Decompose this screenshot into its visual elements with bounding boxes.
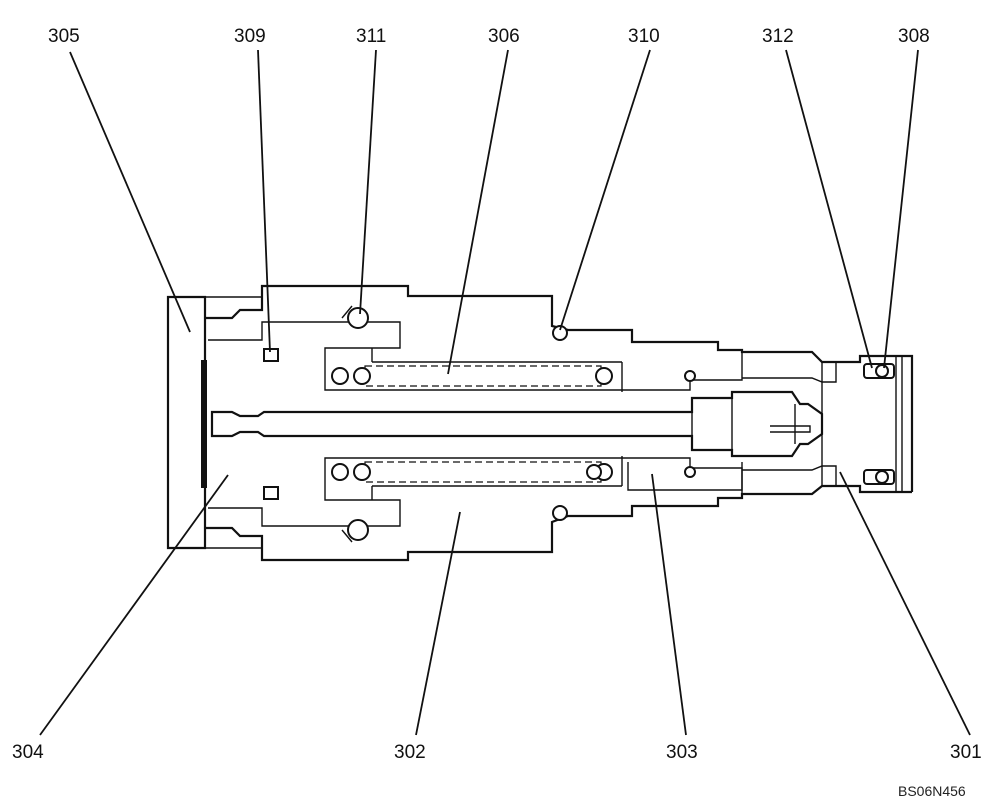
callout-312: 312 [762, 26, 794, 47]
spring-306 [331, 365, 613, 483]
callout-302: 302 [394, 742, 426, 763]
adapter-301 [742, 356, 903, 492]
callout-301: 301 [950, 742, 982, 763]
callout-labels: 305 309 311 306 310 312 308 304 302 303 … [12, 26, 982, 799]
callout-304: 304 [12, 742, 44, 763]
callout-306: 306 [488, 26, 520, 47]
callout-309: 309 [234, 26, 266, 47]
callout-303: 303 [666, 742, 698, 763]
figure-code: BS06N456 [898, 783, 966, 799]
leader-lines [39, 49, 971, 736]
piston-303 [627, 370, 743, 491]
callout-305: 305 [48, 26, 80, 47]
callout-308: 308 [898, 26, 930, 47]
callout-311: 311 [356, 26, 386, 47]
central-spool [210, 390, 824, 458]
valve-body [166, 284, 914, 562]
callout-310: 310 [628, 26, 660, 47]
seals [263, 305, 895, 543]
